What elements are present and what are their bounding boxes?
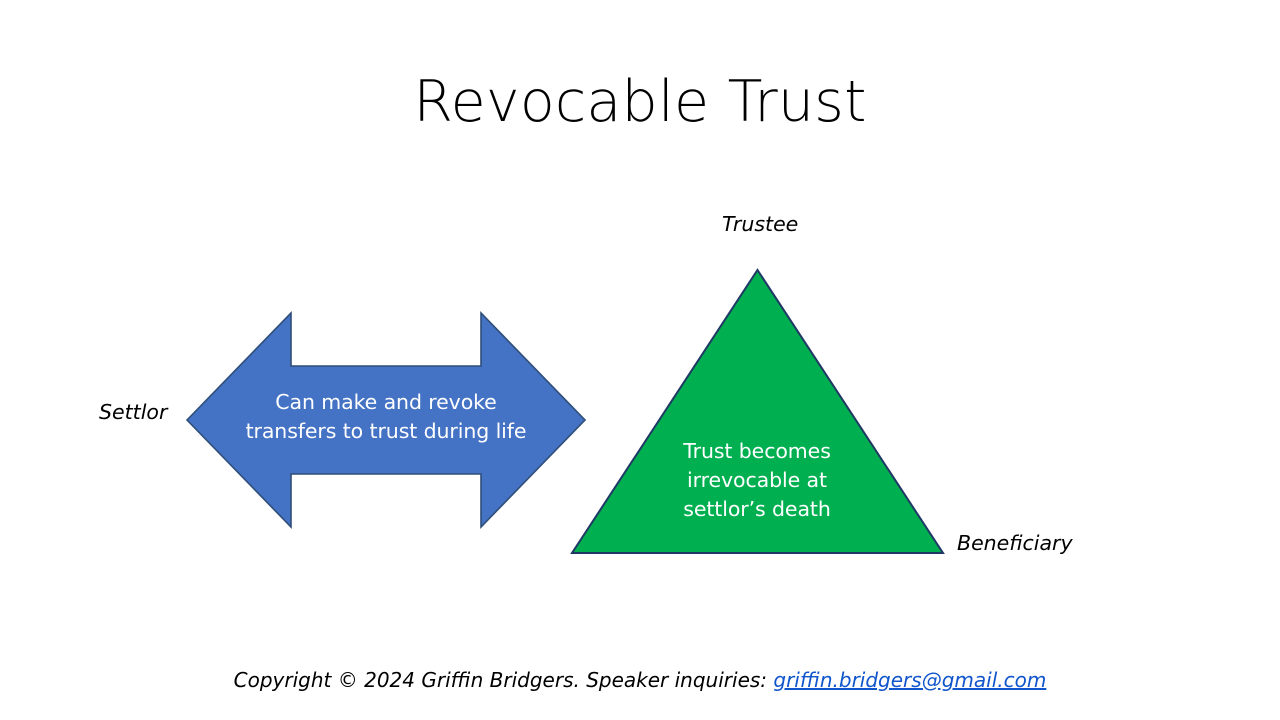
footer-copyright-text: Copyright © 2024 Griffin Bridgers. Speak…: [233, 668, 774, 692]
triangle-shape[interactable]: [570, 268, 945, 555]
triangle-icon: [570, 268, 945, 554]
triangle-text: Trust becomes irrevocable at settlor’s d…: [657, 437, 857, 524]
arrow-text-line-1: Can make and revoke: [275, 390, 497, 414]
footer-email-link[interactable]: griffin.bridgers@gmail.com: [773, 668, 1047, 692]
left-right-arrow-icon: [185, 311, 587, 529]
triangle-text-line-1: Trust becomes: [683, 439, 831, 463]
footer-copyright: Copyright © 2024 Griffin Bridgers. Speak…: [0, 666, 1280, 694]
label-beneficiary: Beneficiary: [957, 531, 1073, 555]
arrow-text: Can make and revoke transfers to trust d…: [186, 388, 586, 446]
left-right-arrow-shape[interactable]: [185, 311, 587, 529]
arrow-text-line-2: transfers to trust during life: [245, 419, 527, 443]
triangle-text-line-3: settlor’s death: [683, 497, 831, 521]
label-trustee: Trustee: [722, 212, 799, 236]
label-settlor: Settlor: [99, 400, 168, 424]
triangle-text-line-2: irrevocable at: [687, 468, 827, 492]
page-title: Revocable Trust: [413, 69, 867, 135]
